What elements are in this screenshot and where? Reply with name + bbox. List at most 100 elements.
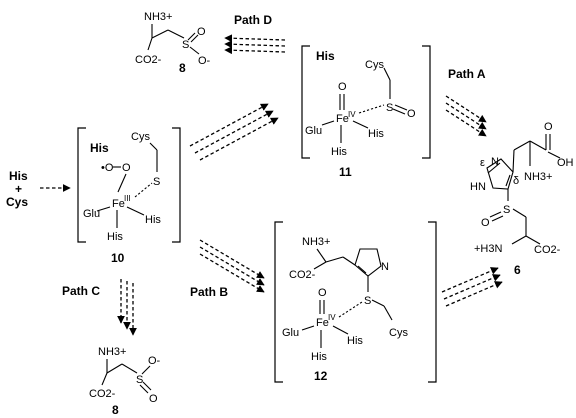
sulfur-8-bottom: S [136, 374, 143, 386]
imidazole-ring-12 [354, 248, 382, 277]
cys-label-11: Cys [365, 59, 384, 71]
sulfur-10: S [153, 176, 160, 188]
nh3-label-8-bottom: NH3+ [98, 346, 126, 358]
bond-ring-cb-6 [512, 149, 515, 173]
sulfoxide-oxygen-11: O [407, 108, 416, 120]
sulfur-6: S [503, 204, 510, 216]
carbonyl-oxygen-6: O [544, 121, 553, 133]
bond-s-o-8-top [187, 32, 196, 41]
bond-fe-glu-11 [321, 120, 335, 126]
reactant-his: His [9, 169, 28, 183]
bond-ca-co2-8-bottom [101, 372, 108, 386]
bond-s-ch2-6 [512, 208, 527, 218]
sulfoxide-oxygen-6: O [481, 217, 490, 229]
nh3-label-6: NH3+ [524, 171, 552, 183]
imidazole-ring-6 [486, 158, 514, 190]
bond-fe-glu-10 [96, 206, 111, 212]
path-b-arrow-2 [199, 246, 265, 286]
ring-nitrogen-12: N [381, 261, 389, 273]
bond-c-oh-6 [547, 151, 561, 159]
bond-cb-s-8-top [167, 29, 185, 39]
bond-cb-ring-12 [342, 256, 356, 266]
path-c: Path C [62, 279, 137, 336]
oxo-12: O [318, 287, 327, 299]
compound-8-bottom: NH3+ S O- O CO2- 8 [89, 346, 161, 417]
compound-number-8-bottom: 8 [112, 403, 119, 417]
bond-ca-n-6 [511, 235, 527, 245]
ring-double-bond-12 [357, 265, 367, 274]
bond-cys-ch2-11 [383, 67, 391, 81]
path-a-label: Path A [448, 67, 486, 81]
oxygen-8-bottom: O [149, 393, 158, 405]
path-a-arrow-2 [445, 102, 487, 130]
reactant-cys: Cys [6, 195, 28, 209]
ring-double-bond-b-6 [505, 174, 511, 187]
bond-fe-s-12 [338, 301, 363, 318]
cys-label-12: Cys [389, 327, 408, 339]
ligand-his-eq-10: His [145, 214, 161, 226]
path-d-label: Path D [234, 13, 272, 27]
compound-number-10: 10 [111, 251, 125, 265]
compound-10: His Cys S •O O Fe III Glu His His 10 [77, 127, 181, 265]
sulfur-8-top: S [182, 39, 189, 51]
ominus-8-bottom: O- [148, 355, 161, 367]
arrow-10-to-11-2 [194, 110, 274, 154]
sulfur-12: S [364, 295, 371, 307]
bond-ch2-cys-12 [383, 305, 393, 321]
path-a-arrow-3 [445, 109, 487, 137]
arrow-12-to-6-2 [443, 274, 501, 300]
path-d-arrow-2 [224, 40, 286, 49]
bond-cb-ca-6 [513, 140, 531, 151]
bracket-left-12 [274, 221, 283, 383]
ring-double-bond-a-6 [487, 162, 501, 174]
compound-8-top: NH3+ S O O- CO2- 8 [135, 11, 211, 75]
bond-o-fe-10 [117, 173, 127, 193]
bond-fe-his-eq-10 [126, 206, 145, 216]
iron-12: Fe [316, 317, 329, 329]
ligand-his-ax-12: His [311, 351, 327, 363]
co2-label-8-top: CO2- [135, 54, 162, 66]
iron-oxidation-12: IV [328, 313, 336, 322]
co2-label-12: CO2- [289, 269, 316, 281]
bond-ca-cb-8-top [151, 29, 169, 39]
ligand-his-ax-11: His [331, 146, 347, 158]
ligand-glu-11: Glu [305, 125, 322, 137]
bond-ca-co2-12 [313, 261, 327, 270]
bond-s-ominus-8-bottom [141, 365, 151, 375]
bond-ca-c-6 [529, 140, 547, 151]
path-a: Path A [445, 67, 487, 137]
compound-number-11: 11 [339, 165, 352, 179]
bond-fe-his-eq-12 [332, 325, 349, 335]
ligand-glu-12: Glu [282, 327, 299, 339]
oxygen-10: O [122, 162, 131, 174]
bracket-right-12 [428, 221, 437, 383]
ominus-8-top: O- [198, 55, 211, 67]
radical-oxygen-10: •O [101, 162, 114, 174]
compound-12: NH3+ CO2- N S Cys O Fe IV Glu His His 12 [274, 221, 437, 383]
path-c-label: Path C [62, 284, 100, 298]
bond-cb-s-8-bottom [121, 363, 138, 374]
bond-s-ch2-12 [371, 299, 385, 307]
path-d-arrow-3 [224, 46, 286, 55]
bond-ca-co2-8-top [147, 37, 153, 51]
bond-s-o-double-8-top [190, 34, 199, 43]
bond-n-ca-12 [316, 248, 327, 263]
arrow-12-to-6-1 [441, 267, 499, 293]
compound-6: ε N HN δ O OH NH3+ S O +H3N CO2- 6 [470, 121, 574, 277]
bond-fe-s-11 [358, 104, 385, 114]
bond-ca-cb-12 [325, 256, 344, 263]
bond-ca-cb-8-bottom [106, 363, 123, 374]
bond-fe-glu-12 [301, 325, 315, 331]
reactants: His + Cys [6, 169, 71, 209]
path-b-arrow-1 [199, 239, 265, 279]
oxygen-8-top: O [197, 26, 206, 38]
arrow-12-to-6-3 [445, 281, 503, 307]
bond-fe-s-10 [134, 182, 153, 198]
bond-s-o-b-6 [491, 215, 504, 222]
compound-number-6: 6 [514, 263, 521, 277]
nh3-label-12: NH3+ [302, 236, 330, 248]
ligand-his-ax-10: His [107, 231, 123, 243]
epsilon-label-6: ε [480, 157, 485, 169]
iron-10: Fe [112, 198, 125, 210]
